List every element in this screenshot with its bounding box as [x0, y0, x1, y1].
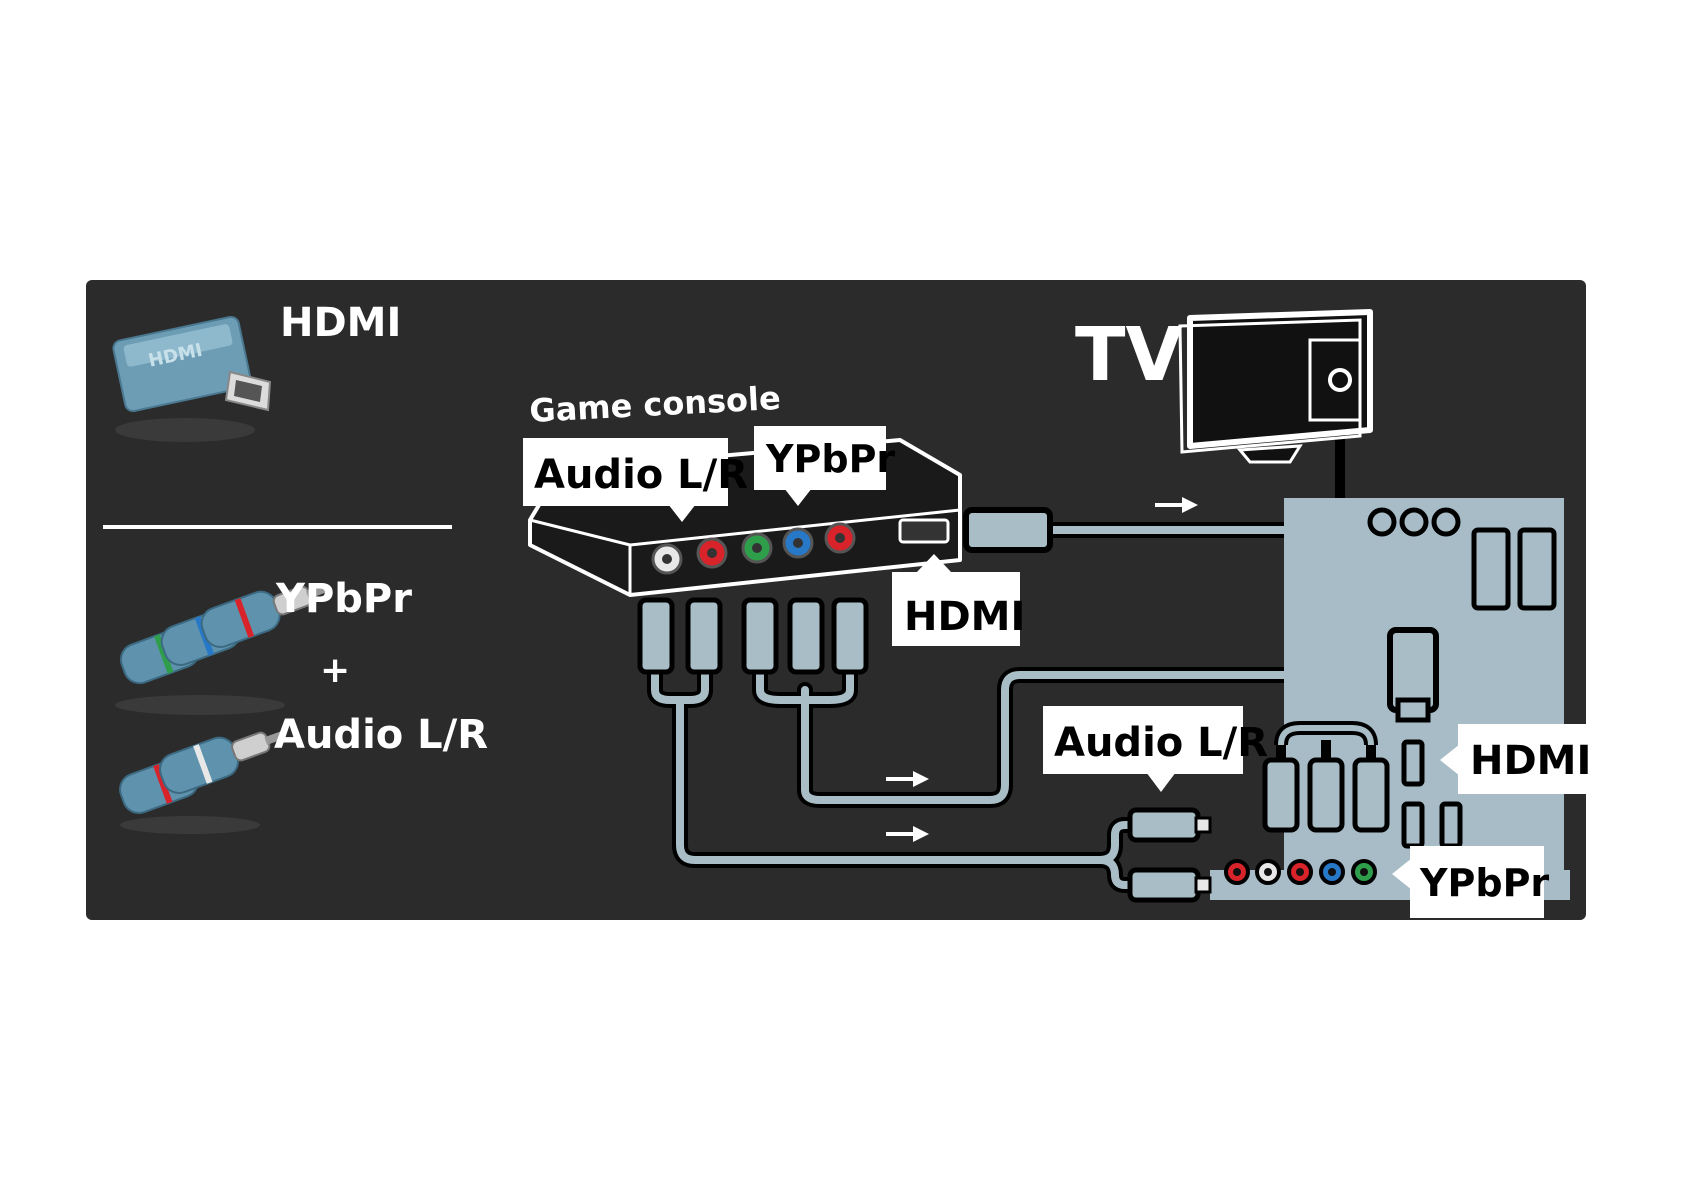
legend-audio-label: Audio L/R [274, 712, 488, 758]
legend-plus-sign: + [320, 650, 350, 691]
tv-icon [1178, 309, 1373, 464]
audio-plug-icon [119, 731, 285, 834]
legend-ypbpr-label: YPbPr [275, 576, 412, 622]
arrow-right-icon [886, 771, 929, 787]
tv-hdmi-tag: HDMI [1440, 724, 1591, 794]
svg-text:YPbPr: YPbPr [1419, 861, 1549, 905]
svg-text:Audio L/R: Audio L/R [534, 452, 748, 498]
svg-text:YPbPr: YPbPr [765, 437, 895, 481]
svg-text:Audio L/R: Audio L/R [1054, 720, 1268, 766]
tv-audio-tag: Audio L/R [1043, 706, 1268, 792]
console-audio-tag: Audio L/R [523, 438, 748, 522]
console-ypbpr-tag: YPbPr [754, 426, 895, 506]
tv-ypbpr-tag: YPbPr [1392, 846, 1549, 918]
legend-hdmi-label: HDMI [280, 300, 401, 346]
arrow-right-icon [886, 826, 929, 842]
tv-title: TV [1075, 312, 1183, 398]
ypbpr-plug-icon [115, 585, 326, 715]
hdmi-plug-icon: HDMI [112, 315, 272, 442]
console-hdmi-plug [963, 507, 1053, 553]
arrow-right-icon [1155, 497, 1198, 513]
svg-text:HDMI: HDMI [904, 594, 1025, 640]
tv-plugs [1127, 627, 1439, 903]
console-hdmi-tag: HDMI [892, 554, 1025, 646]
console-plugs [637, 597, 869, 675]
svg-text:HDMI: HDMI [1470, 738, 1591, 784]
console-jacks [651, 522, 856, 575]
